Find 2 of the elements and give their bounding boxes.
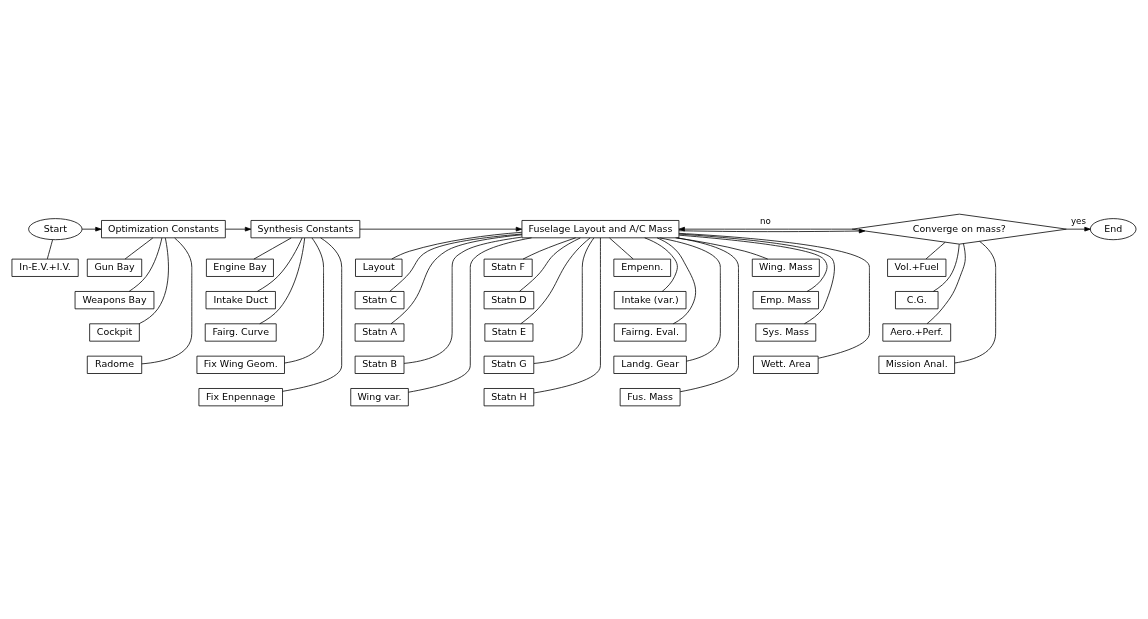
edge-label: no [760, 215, 771, 226]
edge-label: yes [1070, 215, 1086, 226]
